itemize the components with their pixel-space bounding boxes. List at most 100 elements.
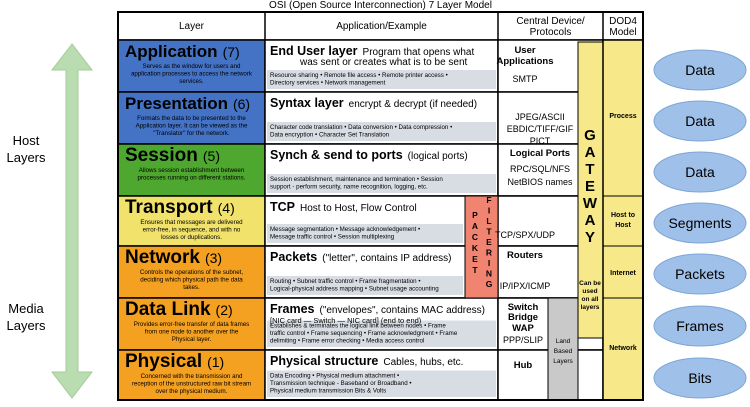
data-unit-label: Frames xyxy=(676,318,723,334)
layer-description: deciding which physical path the data xyxy=(140,277,243,284)
protocol-label: Logical Ports xyxy=(510,148,570,159)
layer-description: error-free, in sequence, and with no xyxy=(143,227,241,234)
layer-description: processes running on different stations. xyxy=(138,175,246,182)
app-sub-line: [NIC card — Switch — NIC card] (end to e… xyxy=(270,316,422,325)
app-title-main: TCP xyxy=(270,200,295,214)
protocol-label: IP/IPX/ICMP xyxy=(500,281,551,291)
protocol-label: PICT xyxy=(530,136,551,146)
protocol-label: Applications xyxy=(496,56,553,67)
layer-number: (1) xyxy=(207,354,224,370)
layer-name: Presentation (6) xyxy=(125,94,250,113)
protocol-label: RPC/SQL/NFS xyxy=(510,164,570,174)
app-title-sub: Cables, hubs, etc. xyxy=(383,357,463,368)
dod-label: Process xyxy=(609,113,636,120)
layer-description: reception of the unstructured raw bit st… xyxy=(132,381,251,388)
app-title-main: Syntax layer xyxy=(270,96,344,110)
layer-description: Serves as the window for users and xyxy=(142,63,241,70)
land-based-label: Land xyxy=(556,338,571,345)
app-detail: delimiting • Frame error checking • Medi… xyxy=(270,338,424,345)
app-title: Frames("envelopes", contains MAC address… xyxy=(270,302,485,316)
header-application: Application/Example xyxy=(336,21,427,32)
data-unit-ellipse xyxy=(653,357,747,399)
details-box xyxy=(267,224,463,243)
app-detail: Character code translation • Data conver… xyxy=(270,124,452,131)
layer-number: (6) xyxy=(233,96,250,112)
packet-letter: P xyxy=(472,210,478,220)
layer-description: Provides error-free transfer of data fra… xyxy=(134,321,250,328)
app-title: Packets("letter", contains IP address) xyxy=(270,250,451,264)
filtering-letter: I xyxy=(488,206,490,216)
layer-row: Presentation(6)Formats the data to be pr… xyxy=(117,91,604,145)
layer-name-text: Presentation xyxy=(125,94,228,113)
layer-description: Concerned with the transmission and xyxy=(141,373,243,380)
layer-name: Physical(1) xyxy=(125,351,224,372)
table-border xyxy=(117,11,644,401)
header-dod4: Model xyxy=(609,27,636,38)
layer-row: Session(5)Allows session establishment b… xyxy=(117,143,604,197)
layer-name: Application(7) xyxy=(125,42,240,61)
dod-label: Network xyxy=(609,345,637,352)
details-box xyxy=(267,174,496,193)
data-unit-label: Packets xyxy=(675,266,725,282)
details-box xyxy=(267,70,496,89)
app-title-main: Frames xyxy=(270,302,315,316)
layer-name: Session (5) xyxy=(125,145,220,166)
data-unit-label: Segments xyxy=(668,215,731,231)
protocol-label: JPEG/ASCII xyxy=(515,112,565,122)
app-title-main: Physical structure xyxy=(270,354,378,368)
filtering-letter: L xyxy=(486,216,491,226)
media-layers-label: Media xyxy=(8,301,44,316)
app-title-main: End User layer xyxy=(270,44,358,58)
gateway-letter: Y xyxy=(585,229,595,246)
gateway-letter: G xyxy=(584,127,596,144)
packet-letter: C xyxy=(472,232,478,242)
layer-cell xyxy=(117,91,266,145)
filtering-letter: T xyxy=(486,227,492,237)
data-unit-ellipse xyxy=(653,100,747,142)
layer-name: Transport(4) xyxy=(125,197,235,218)
app-detail: Session establishment, maintenance and t… xyxy=(270,176,443,183)
gateway-letter: A xyxy=(585,212,596,229)
layer-description: "Translator" for the network. xyxy=(153,130,230,137)
land-based-label: Layers xyxy=(553,358,573,365)
layer-name-text: Session xyxy=(125,145,198,166)
protocol-label: Bridge xyxy=(508,312,538,323)
layer-name: Data Link(2) xyxy=(125,299,233,320)
app-title-sub: Program that opens what xyxy=(363,47,475,58)
gateway-note: on all xyxy=(582,296,599,303)
layer-row: Network(3)Controls the operations of the… xyxy=(117,245,604,299)
layer-number: (3) xyxy=(205,250,222,266)
host-layers-label: Host xyxy=(13,133,40,148)
layer-rows: Application(7) Serves as the window for u… xyxy=(117,39,604,401)
dod-label: Host to xyxy=(611,212,635,219)
header-central-device: Central Device/ xyxy=(516,16,585,27)
layer-description: Controls the operations of the subnet, xyxy=(140,269,243,276)
app-detail: support - perform security, name recogni… xyxy=(270,184,428,191)
filtering-letter: R xyxy=(486,248,492,258)
dod-label: Internet xyxy=(610,270,636,277)
protocol-label: PPP/SLIP xyxy=(503,335,543,345)
layer-cell xyxy=(117,245,266,299)
protocol-label: Routers xyxy=(507,250,543,261)
packet-letter: A xyxy=(472,221,478,231)
layer-number: (2) xyxy=(216,302,233,318)
media-layers-label: Layers xyxy=(6,318,46,333)
layer-description: takes. xyxy=(183,284,200,291)
packet-letter: E xyxy=(472,254,478,264)
gateway-note: used xyxy=(582,288,597,295)
packet-letter: T xyxy=(472,265,478,275)
data-unit-label: Data xyxy=(685,62,715,78)
gateway-letter: W xyxy=(583,195,598,212)
land-based-label: Based xyxy=(554,348,573,355)
layer-description: from one node to another over the xyxy=(145,329,239,336)
details-box xyxy=(267,320,496,347)
filtering-letter: G xyxy=(486,279,493,289)
header-layer: Layer xyxy=(179,21,205,32)
protocol-label: EBDIC/TIFF/GIF xyxy=(507,124,574,134)
layer-number: (5) xyxy=(203,148,220,164)
packet-letter: K xyxy=(472,243,479,253)
